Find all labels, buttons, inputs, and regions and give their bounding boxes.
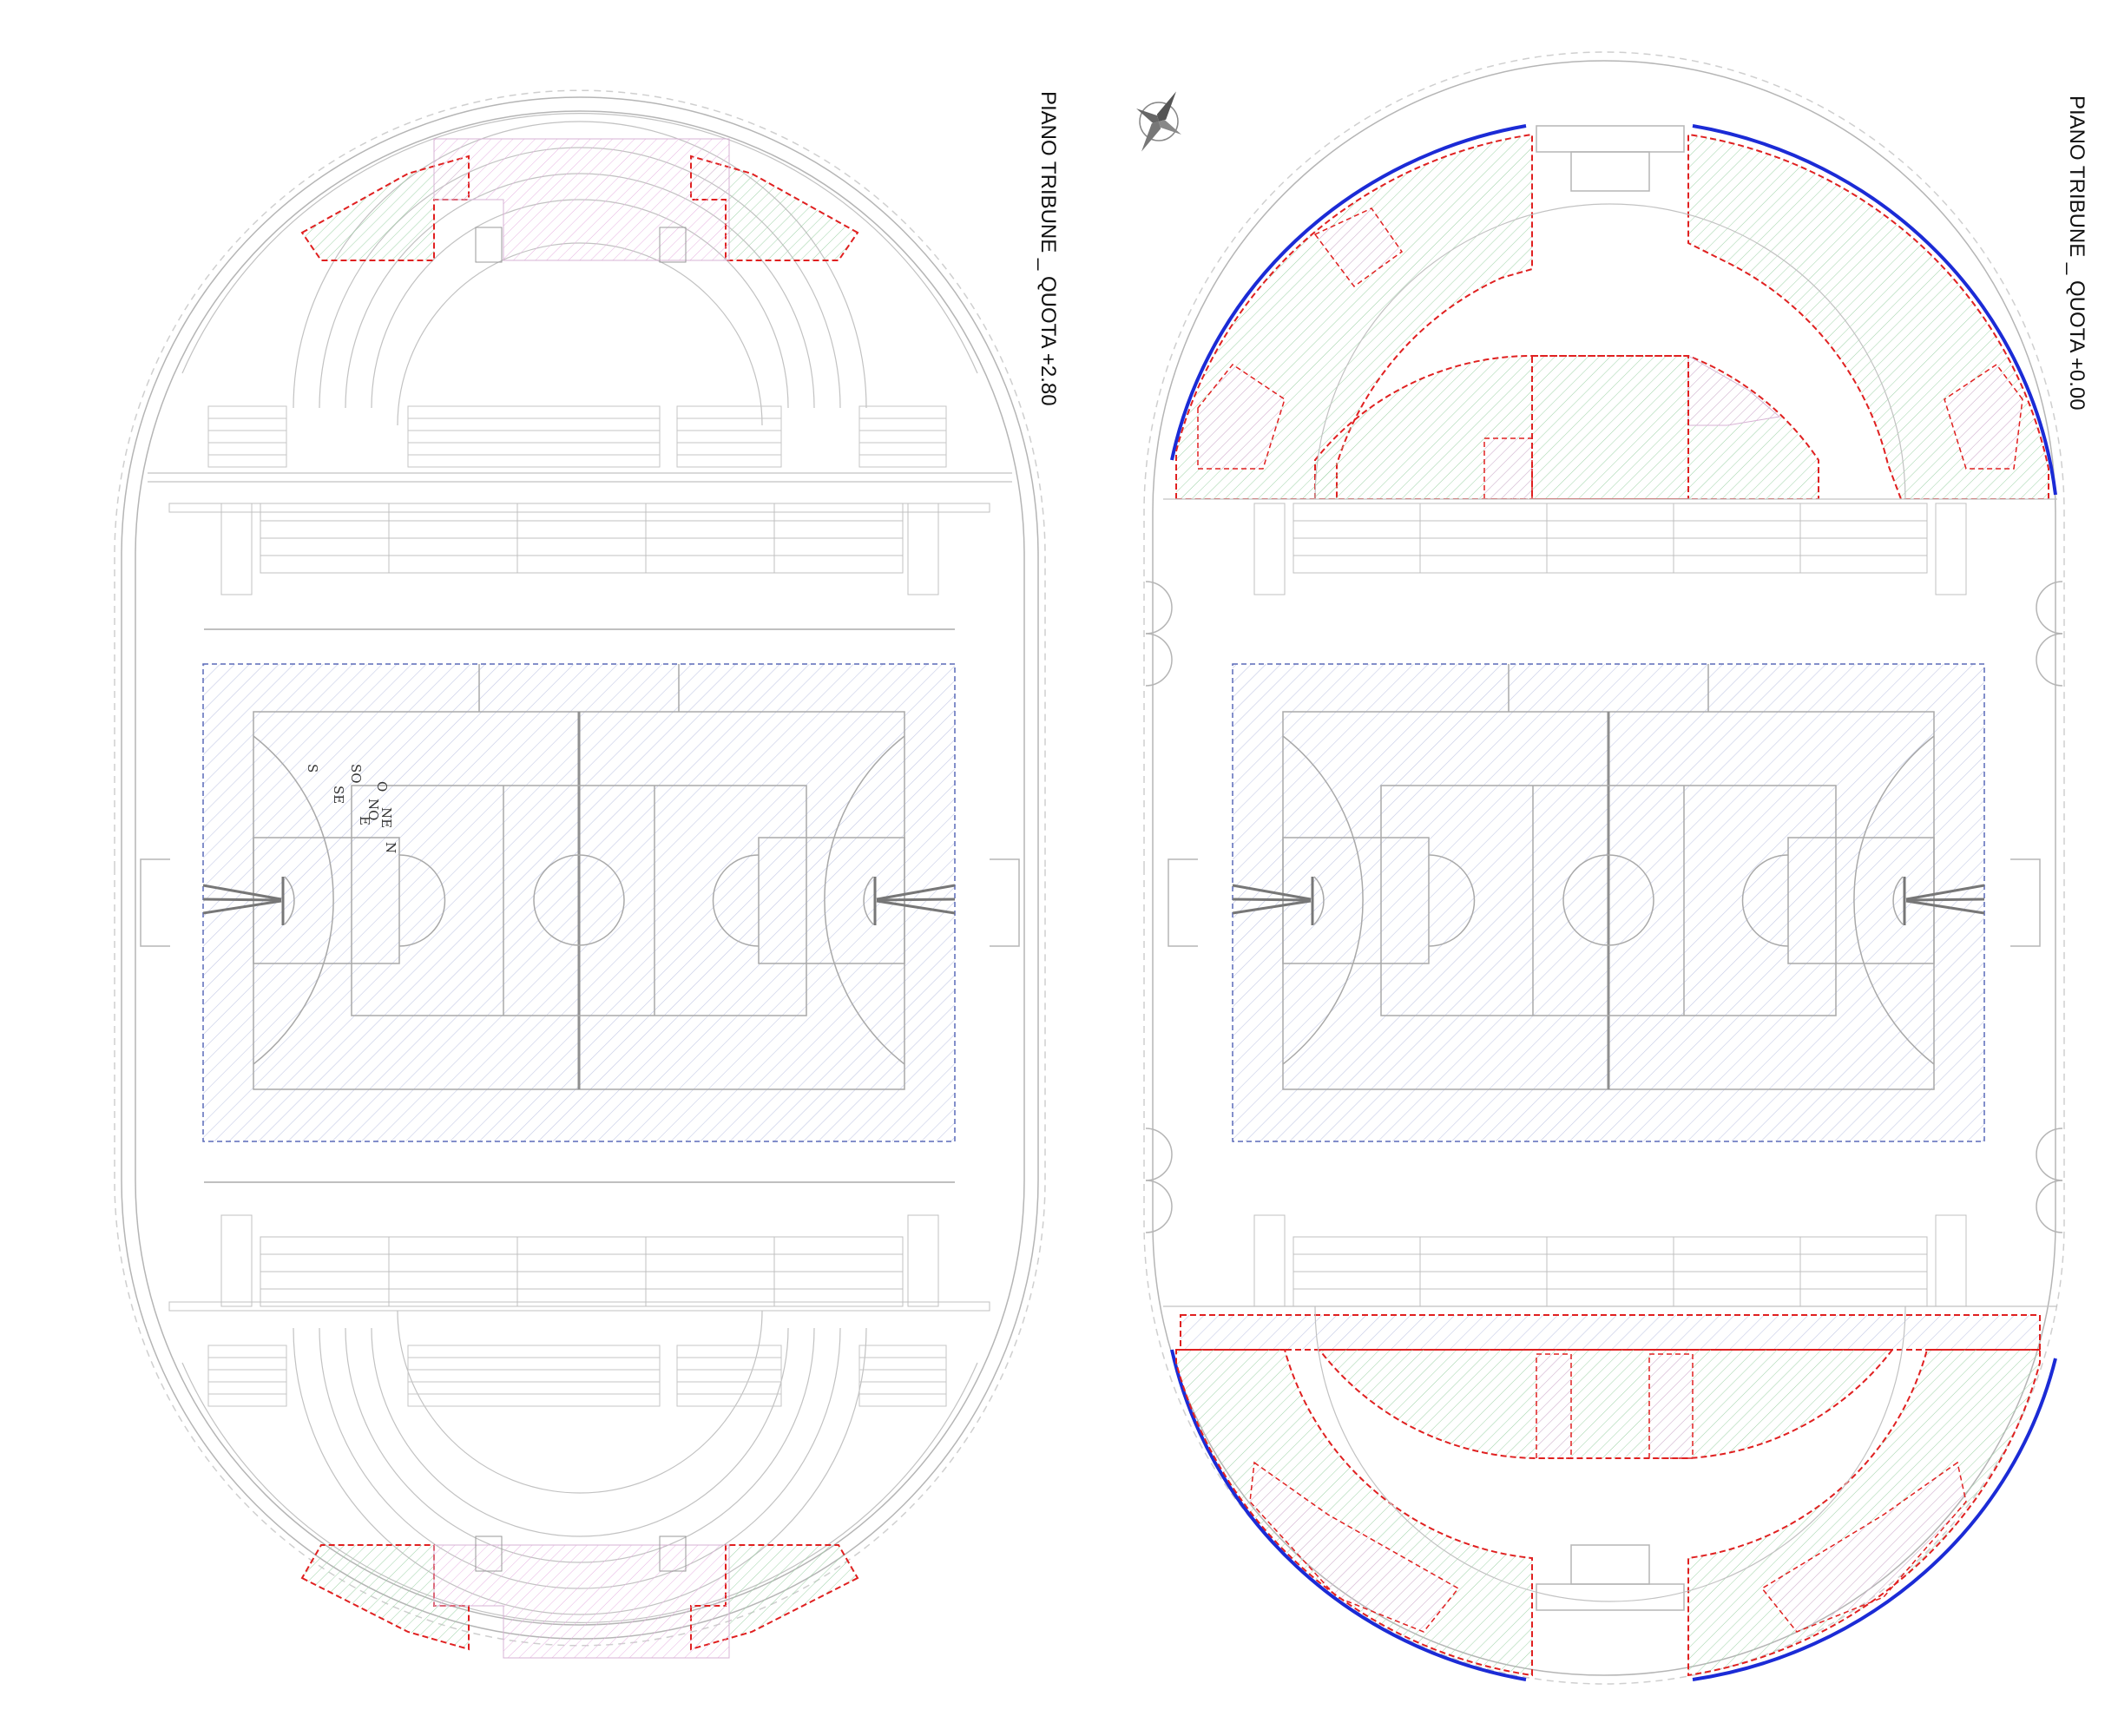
court-upper [202, 663, 956, 1142]
building-outline [114, 89, 1046, 1647]
compass-letter-o: O [374, 781, 390, 792]
upper-seating-top [148, 113, 1012, 483]
stands-bottom [168, 1181, 990, 1312]
plan-title-ground: PIANO TRIBUNE _ QUOTA +0.00 [2065, 95, 2088, 411]
north-arrow-icon [1136, 91, 1181, 152]
stands-top [168, 503, 990, 630]
ground-rooms-bottom [1175, 1314, 2041, 1677]
plan-upper-level: N S E O NE SE SO NO PIANO TRIBUNE _ QUOT… [114, 89, 1060, 1659]
compass-letter-so: SO [348, 764, 364, 784]
seat-rows-bottom [207, 1345, 947, 1407]
compass-letter-e: E [357, 816, 372, 825]
plan-title-upper: PIANO TRIBUNE _ QUOTA +2.80 [1036, 91, 1060, 406]
court-ground [1232, 663, 1985, 1142]
compass-letter-ne: NE [378, 807, 394, 828]
compass-letter-n: N [383, 842, 398, 853]
facade-curtain-wall [1170, 124, 2057, 1681]
ground-rooms-top [1175, 133, 2049, 499]
compass-letter-no: NO [365, 799, 381, 820]
compass-letter-se: SE [331, 786, 346, 804]
stands-ground [1253, 503, 1967, 1307]
compass-letter-s: S [305, 764, 320, 773]
seat-rows-top [207, 405, 947, 468]
plan-ground-level: PIANO TRIBUNE _ QUOTA +0.00 [1136, 51, 2088, 1685]
rooms-bottom [300, 1535, 859, 1659]
compass-rose-upper: N S E O NE SE SO NO [305, 764, 398, 853]
rooms-top [300, 138, 859, 263]
